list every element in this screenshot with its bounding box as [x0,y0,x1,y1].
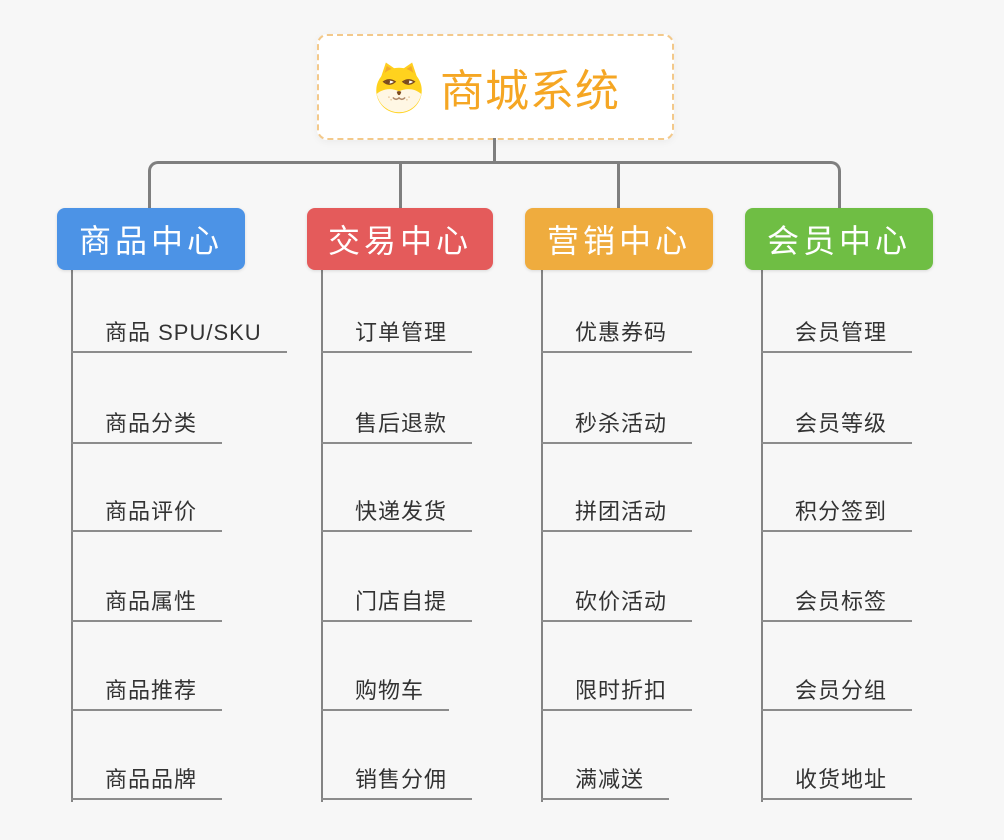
leaf-node[interactable]: 商品品牌 [71,761,223,800]
branch-trunk-line [321,270,323,802]
leaf-node[interactable]: 会员管理 [761,314,913,353]
leaf-node[interactable]: 商品属性 [71,583,223,622]
connector-branch-drop [399,161,402,209]
leaf-node[interactable]: 商品 SPU/SKU [71,314,287,353]
leaf-node[interactable]: 限时折扣 [541,672,693,711]
branch-header-marketing-center[interactable]: 营销中心 [525,208,713,270]
leaf-node[interactable]: 会员标签 [761,583,913,622]
leaf-node[interactable]: 会员等级 [761,405,913,444]
leaf-node[interactable]: 会员分组 [761,672,913,711]
branch-trunk-line [761,270,763,802]
leaf-node[interactable]: 购物车 [321,672,450,711]
shiba-dog-icon [371,59,427,115]
connector-bracket [148,161,841,209]
leaf-node[interactable]: 收货地址 [761,761,913,800]
leaf-node[interactable]: 售后退款 [321,405,473,444]
leaf-node[interactable]: 拼团活动 [541,493,693,532]
leaf-node[interactable]: 满减送 [541,761,670,800]
leaf-node[interactable]: 快递发货 [321,493,473,532]
root-node[interactable]: 商城系统 [317,34,674,140]
leaf-node[interactable]: 商品评价 [71,493,223,532]
root-title: 商城系统 [440,67,620,116]
branch-header-product-center[interactable]: 商品中心 [57,208,245,270]
leaf-node[interactable]: 门店自提 [321,583,473,622]
leaf-node[interactable]: 积分签到 [761,493,913,532]
leaf-node[interactable]: 商品分类 [71,405,223,444]
branch-header-member-center[interactable]: 会员中心 [745,208,933,270]
leaf-node[interactable]: 订单管理 [321,314,473,353]
branch-trunk-line [541,270,543,802]
leaf-node[interactable]: 优惠券码 [541,314,693,353]
leaf-node[interactable]: 商品推荐 [71,672,223,711]
branch-trunk-line [71,270,73,802]
leaf-node[interactable]: 砍价活动 [541,583,693,622]
connector-root-stub [493,138,496,164]
connector-branch-drop [617,161,620,209]
branch-header-trade-center[interactable]: 交易中心 [307,208,493,270]
leaf-node[interactable]: 销售分佣 [321,761,473,800]
leaf-node[interactable]: 秒杀活动 [541,405,693,444]
